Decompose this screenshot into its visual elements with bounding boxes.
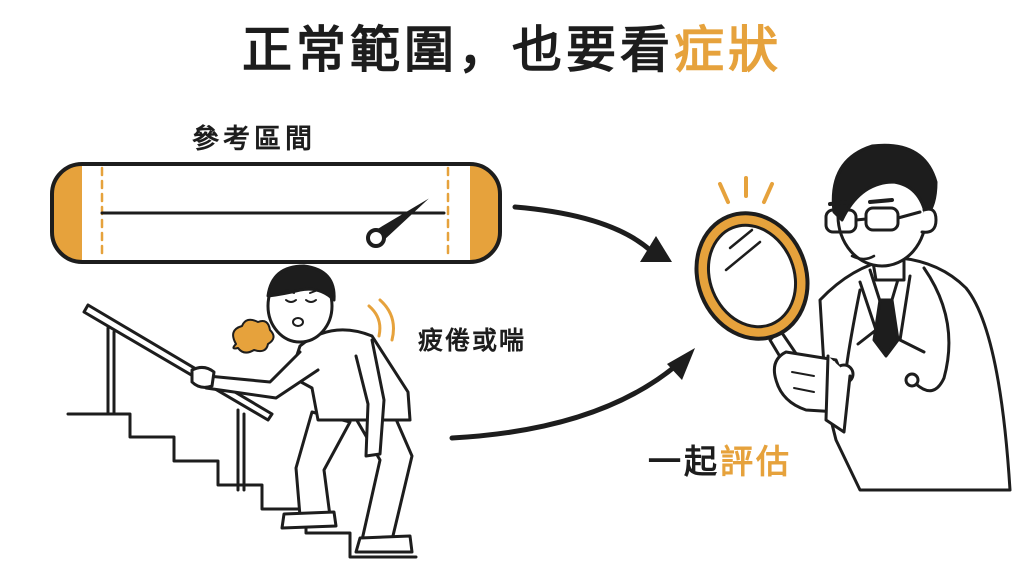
reference-range-label: 參考區間: [192, 124, 316, 155]
arrow-icon: [449, 204, 695, 441]
magnifying-glass-icon: [694, 176, 852, 434]
doctor-icon: [818, 143, 1012, 492]
evaluate-main: 一起: [648, 442, 720, 481]
symptom-label: 疲倦或喘: [418, 326, 527, 355]
evaluate-highlight: 評估: [720, 442, 792, 481]
page-title: 正常範圍，也要看症狀: [0, 18, 1024, 82]
title-highlight: 症狀: [674, 21, 782, 79]
evaluate-label: 一起評估: [648, 440, 792, 484]
title-main: 正常範圍，也要看: [242, 21, 674, 79]
gauge-needle: [366, 198, 429, 248]
reference-gauge-icon: [50, 162, 502, 264]
climbing-man-icon: [66, 264, 418, 559]
